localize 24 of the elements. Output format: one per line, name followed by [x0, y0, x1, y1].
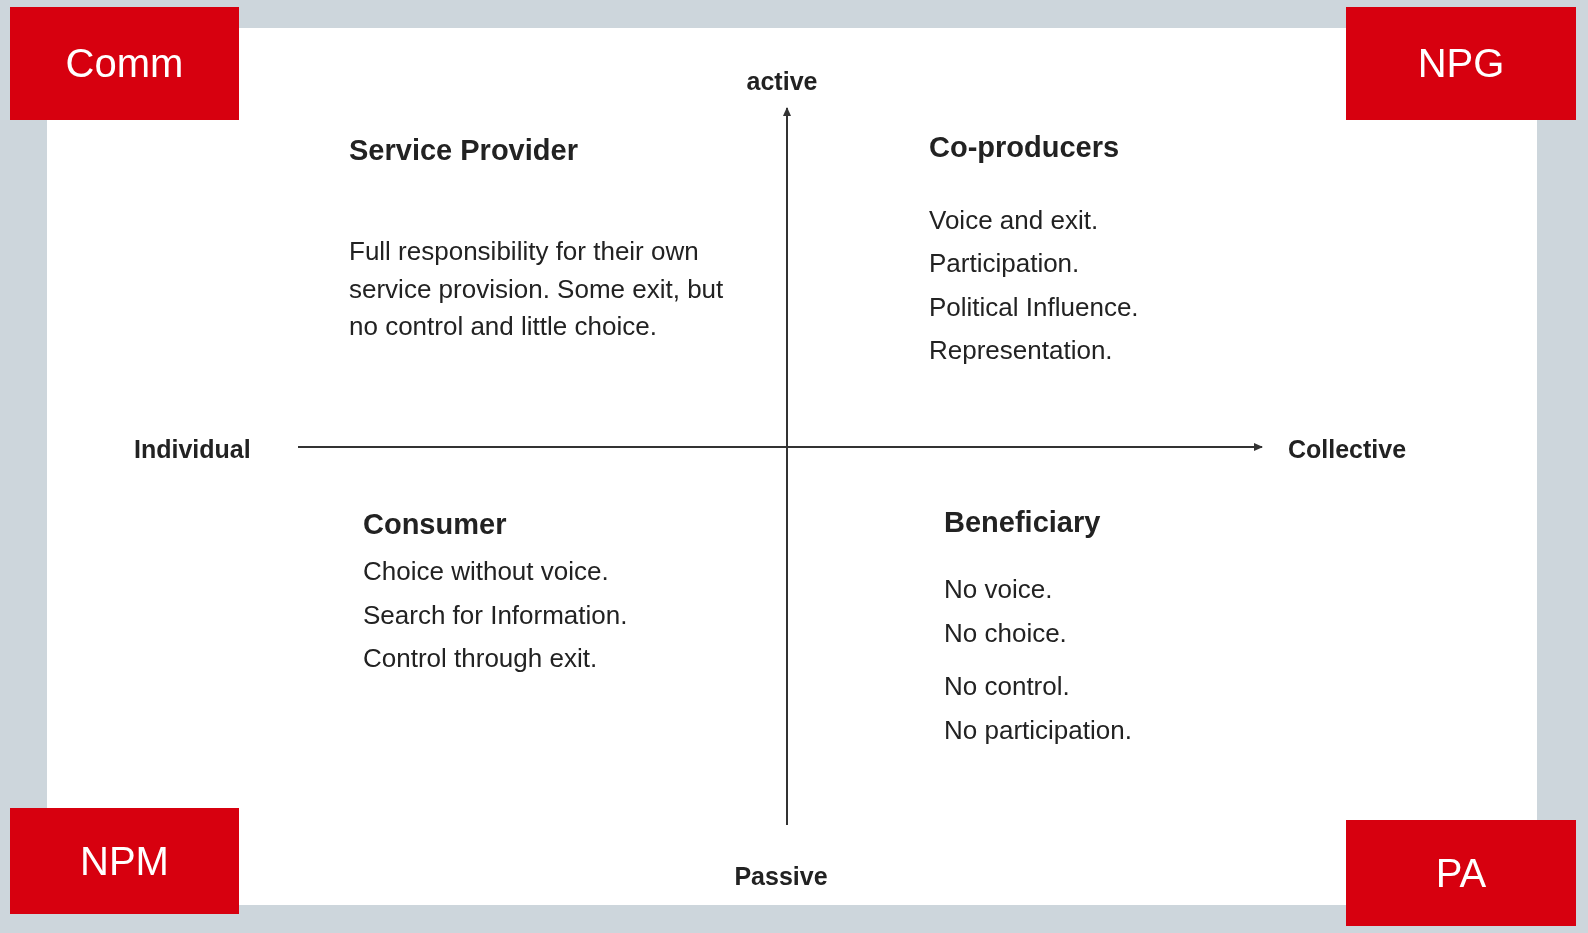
corner-tag: NPG: [1346, 7, 1576, 120]
axis-label: active: [746, 65, 818, 97]
quadrant-text: No choice.: [944, 617, 1067, 651]
corner-tag: Comm: [10, 7, 239, 120]
quadrant-text: Voice and exit.: [929, 204, 1099, 238]
quadrant-heading: Beneficiary: [944, 505, 1101, 540]
quadrant-text: Full responsibility for their own service provision. Some exit, but no control and little choice.: [349, 235, 725, 344]
corner-tag: NPM: [10, 808, 239, 914]
quadrant-text: No control.: [944, 670, 1070, 704]
quadrant-text: Participation.: [929, 247, 1080, 281]
quadrant-heading: Co-producers: [929, 130, 1120, 165]
quadrant-heading: Service Provider: [349, 133, 578, 168]
quadrant-text: Representation.: [929, 334, 1113, 368]
quadrant-heading: Consumer: [363, 507, 507, 542]
quadrant-text: Political Influence.: [929, 291, 1139, 325]
quadrant-text: No voice.: [944, 573, 1053, 607]
corner-tag: PA: [1346, 820, 1576, 926]
quadrant-text: Control through exit.: [363, 642, 598, 676]
axis-label: Collective: [1288, 433, 1407, 465]
quadrant-text: Choice without voice.: [363, 555, 609, 589]
axis-label: Individual: [134, 433, 251, 465]
quadrant-text: Search for Information.: [363, 599, 628, 633]
quadrant-text: No participation.: [944, 714, 1132, 748]
axis-label: Passive: [734, 860, 828, 892]
